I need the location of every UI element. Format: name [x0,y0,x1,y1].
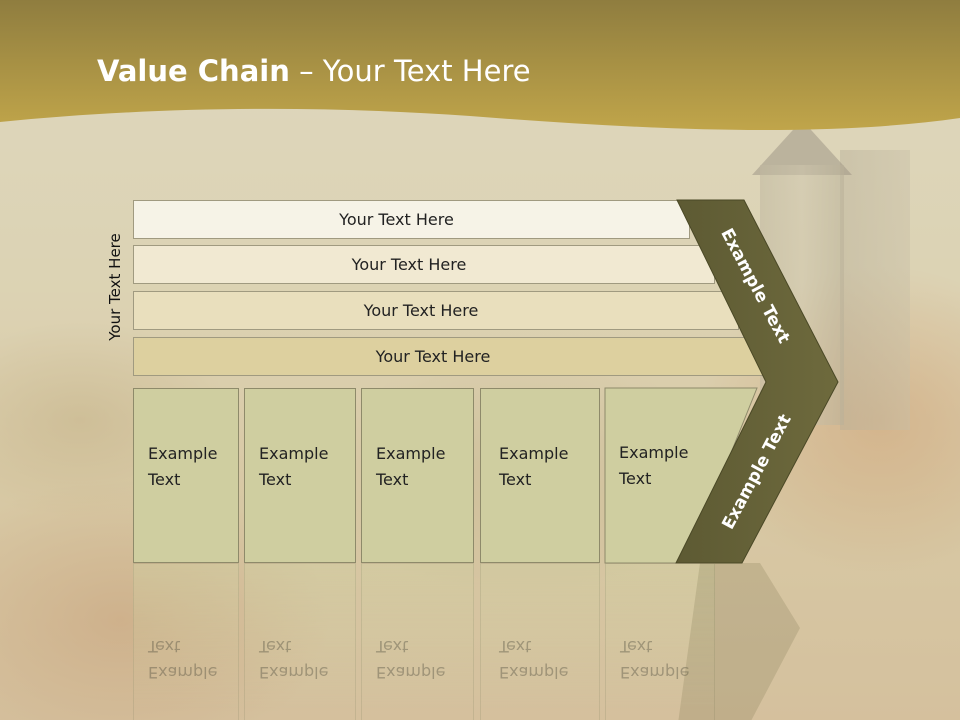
box-text-line2: Text [619,469,652,488]
box-text-line1: Example [499,444,569,463]
box-text-line1: Example [376,444,446,463]
castle-tower-background [840,150,910,430]
primary-activity-box-2: Example Text [244,388,356,563]
title-rest: – Your Text Here [289,54,531,88]
primary-activity-box-1: Example Text [133,388,239,563]
box-text-line2: Text [376,470,409,489]
support-row-label: Your Text Here [363,301,479,320]
slide-title: Value Chain – Your Text Here [97,54,531,88]
support-row-label: Your Text Here [351,255,467,274]
support-row-label: Your Text Here [339,210,454,229]
box-text-line1: Example [148,444,218,463]
primary-activity-box-4: Example Text [480,388,600,563]
support-row-1: Your Text Here [133,200,690,239]
header-band [0,0,960,131]
box-text-line1: Example [259,444,329,463]
primary-activity-box-5: Example Text [605,388,715,563]
box-text-line2: Text [499,470,532,489]
box-text-line2: Text [259,470,292,489]
support-row-3: Your Text Here [133,291,739,330]
support-row-2: Your Text Here [133,245,715,284]
primary-activity-box-3: Example Text [361,388,474,563]
title-bold: Value Chain [97,54,290,88]
support-row-4: Your Text Here [133,337,763,376]
support-row-label: Your Text Here [375,347,491,366]
margin-arrow [675,199,839,564]
box-text-line2: Text [148,470,181,489]
box-text-line1: Example [619,443,689,462]
